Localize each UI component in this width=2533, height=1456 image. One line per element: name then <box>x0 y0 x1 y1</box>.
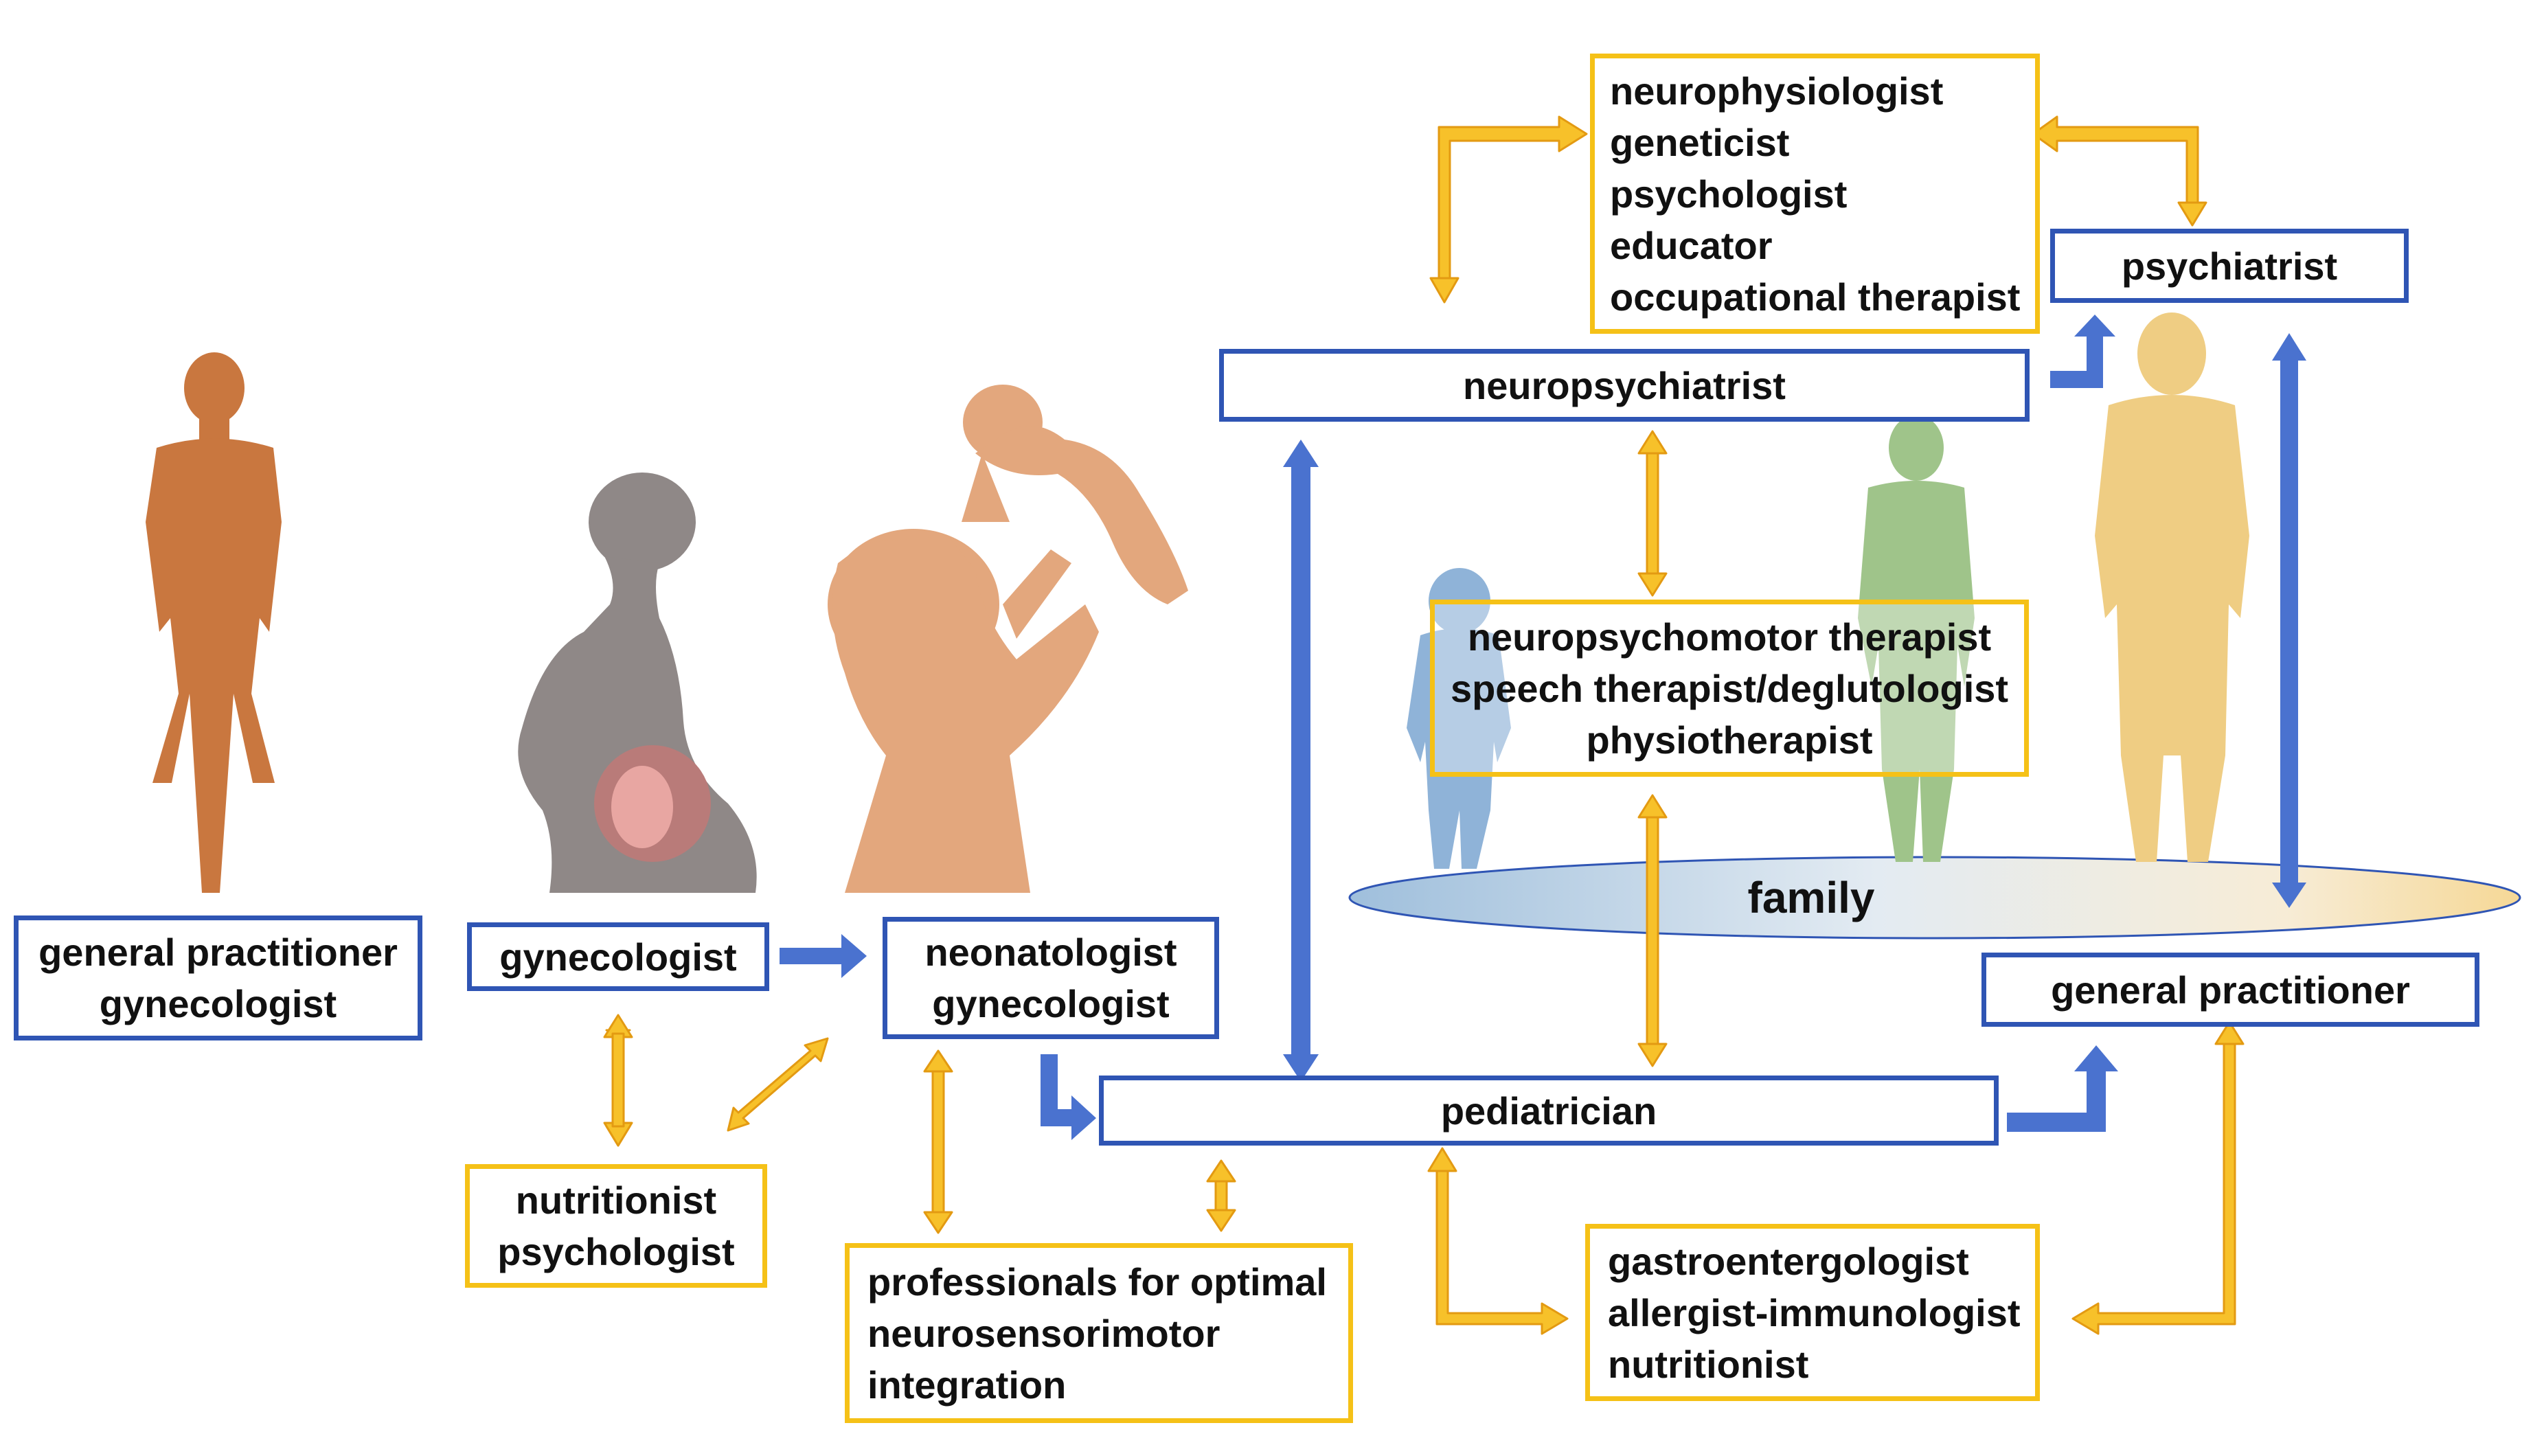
box-gastro-allergist-nutritionist: gastroentergologist allergist-immunologi… <box>1585 1224 2040 1401</box>
arrow-neonatologist-professionals <box>931 1067 945 1217</box>
box-specialists-neurophysiologist: neurophysiologist geneticist psychologis… <box>1590 54 2040 334</box>
arrow-specialists-neuropsychiatrist <box>1438 115 1588 283</box>
box-psychiatrist: psychiatrist <box>2050 229 2409 303</box>
woman-silhouette-icon <box>146 352 282 893</box>
box-general-practitioner: general practitioner <box>1981 953 2479 1027</box>
box-line: nutritionist <box>515 1179 717 1222</box>
arrow-gastro-gp <box>2071 1039 2236 1335</box>
arrow-nutritionist-neonatologist <box>727 1037 829 1132</box>
box-line: professionals for optimal <box>867 1260 1327 1304</box>
box-gynecologist: gynecologist <box>467 922 769 991</box>
box-line: pediatrician <box>1440 1089 1657 1133</box>
box-pediatrician: pediatrician <box>1099 1076 1999 1146</box>
box-line: neurosensorimotor <box>867 1311 1220 1355</box>
arrow-pediatrician-neuropsychiatrist <box>1291 464 1310 1058</box>
box-neonatologist-gynecologist: neonatologist gynecologist <box>883 917 1219 1039</box>
blue-arrows <box>780 315 2306 1140</box>
box-line: neuropsychiatrist <box>1463 363 1786 407</box>
arrow-neuropsychiatrist-to-psychiatrist <box>2050 315 2115 388</box>
box-line: physiotherapist <box>1586 718 1873 762</box>
man-silhouette-icon <box>2095 312 2249 862</box>
box-line: psychologist <box>497 1230 735 1273</box>
box-line: occupational therapist <box>1610 275 2021 319</box>
box-line: psychologist <box>1610 172 1848 216</box>
box-general-practitioner-gynecologist: general practitioner gynecologist <box>14 915 422 1040</box>
box-neuropsychiatrist: neuropsychiatrist <box>1219 349 2030 422</box>
box-line: integration <box>867 1363 1067 1407</box>
box-line: gynecologist <box>499 935 737 979</box>
box-line: general practitioner <box>2051 968 2410 1012</box>
pregnant-woman-silhouette-icon <box>518 473 757 893</box>
box-line: psychiatrist <box>2121 244 2338 288</box>
box-line: neuropsychomotor therapist <box>1467 615 1992 659</box>
gold-arrows <box>603 115 2245 1335</box>
arrow-pediatrician-to-gp <box>2007 1045 2118 1132</box>
box-line: general practitioner <box>38 931 398 974</box>
box-line: geneticist <box>1610 120 1790 164</box>
family-label: family <box>1747 873 1875 922</box>
family-ellipse <box>1348 856 2521 940</box>
arrow-neonatologist-to-pediatrician <box>1041 1054 1096 1140</box>
box-line: gynecologist <box>932 982 1170 1025</box>
box-therapists: neuropsychomotor therapist speech therap… <box>1430 600 2029 777</box>
boy-silhouette-icon <box>1858 415 1975 862</box>
box-line: speech therapist/deglutologist <box>1450 666 2009 710</box>
mother-baby-silhouette-icon <box>828 385 1188 893</box>
box-line: allergist-immunologist <box>1608 1290 2021 1334</box>
arrow-therapists-pediatrician <box>1646 812 1659 1049</box>
arrow-psychiatrist-family <box>2280 357 2298 886</box>
box-line: neurophysiologist <box>1610 69 1944 113</box>
arrow-specialists-psychiatrist <box>2032 115 2199 207</box>
box-line: nutritionist <box>1608 1342 1809 1386</box>
arrow-pediatrician-gastro <box>1435 1166 1569 1335</box>
box-line: gynecologist <box>99 982 337 1025</box>
arrow-gynecologist-to-neonatologist <box>780 934 867 978</box>
box-nutritionist-psychologist: nutritionist psychologist <box>465 1164 767 1288</box>
arrow-neuropsychiatrist-therapists <box>1646 448 1659 578</box>
box-line: gastroentergologist <box>1608 1239 1969 1283</box>
arrow-pediatrician-professionals <box>1214 1176 1228 1214</box>
box-line: neonatologist <box>924 931 1177 974</box>
box-line: educator <box>1610 223 1773 267</box>
box-professionals-neurosensorimotor: professionals for optimal neurosensorimo… <box>845 1243 1353 1423</box>
